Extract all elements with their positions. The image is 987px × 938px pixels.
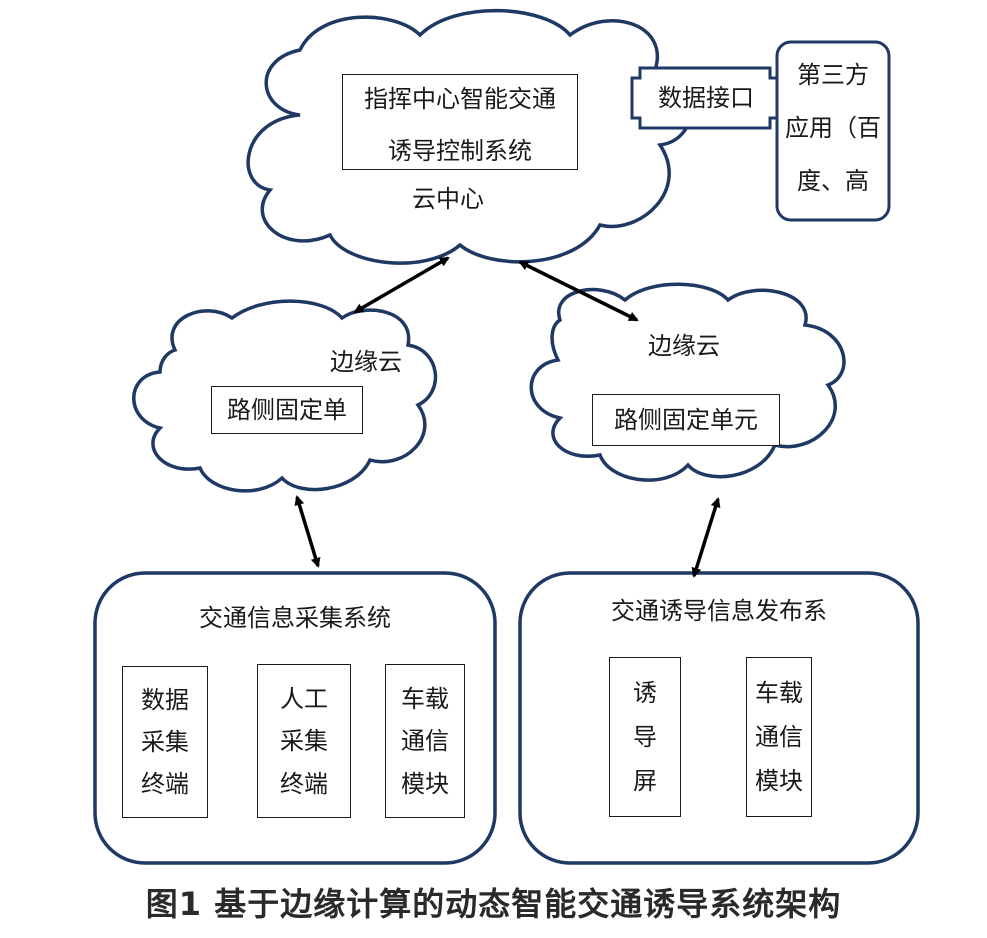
- vehicle-comm-module-left: 车载 通信 模块: [385, 664, 465, 818]
- module-text: 人工: [280, 684, 328, 713]
- module-text: 采集: [141, 728, 189, 756]
- arrow-center-to-left-edge: [353, 256, 450, 314]
- vehicle-comm-module-right: 车载 通信 模块: [746, 657, 812, 817]
- module-text: 数据: [141, 686, 189, 714]
- arrow-left-edge-to-collection: [294, 495, 321, 568]
- arrow-center-to-right-edge: [518, 260, 639, 322]
- module-text: 模块: [401, 769, 449, 798]
- module-text: 车载: [401, 684, 449, 713]
- module-text: 通信: [401, 727, 449, 755]
- edge-cloud-right-label: 边缘云: [648, 332, 720, 360]
- data-collection-terminal: 数据 采集 终端: [122, 666, 208, 818]
- figure-caption: 图1 基于边缘计算的动态智能交通诱导系统架构: [145, 885, 842, 923]
- manual-collection-terminal: 人工 采集 终端: [257, 664, 351, 818]
- command-center-system-line1: 指挥中心智能交通: [364, 85, 556, 113]
- module-text: 车载: [755, 679, 803, 707]
- module-text: 模块: [755, 767, 803, 795]
- module-text: 导: [633, 723, 657, 751]
- third-party-line1: 第三方: [797, 61, 869, 89]
- module-text: 通信: [755, 723, 803, 751]
- roadside-unit-left-box: [211, 386, 363, 434]
- roadside-unit-left-label: 路侧固定单: [227, 396, 347, 424]
- arrow-right-edge-to-guidance: [691, 497, 721, 578]
- module-text: 诱: [633, 679, 657, 707]
- third-party-shape: [775, 40, 891, 222]
- guidance-screen: 诱 导 屏: [609, 657, 681, 817]
- command-center-system-box: [342, 74, 578, 170]
- cloud-center-label: 云中心: [412, 185, 484, 213]
- edge-cloud-right-shape: [529, 282, 846, 482]
- collection-system-title: 交通信息采集系统: [199, 604, 391, 632]
- third-party-line3: 度、高: [797, 167, 869, 195]
- command-center-system-line2: 诱导控制系统: [388, 137, 532, 165]
- module-text: 终端: [141, 770, 189, 798]
- data-interface-shape: [630, 66, 782, 130]
- module-text: 屏: [633, 767, 657, 795]
- module-text: 采集: [280, 727, 328, 755]
- module-text: 终端: [280, 769, 328, 798]
- roadside-unit-right-label: 路侧固定单元: [614, 406, 758, 434]
- edge-cloud-left-label: 边缘云: [330, 348, 402, 376]
- third-party-line2: 应用（百: [785, 114, 881, 142]
- data-interface-label: 数据接口: [658, 84, 754, 112]
- roadside-unit-right-box: [592, 394, 780, 446]
- guidance-system-title: 交通诱导信息发布系: [611, 597, 827, 625]
